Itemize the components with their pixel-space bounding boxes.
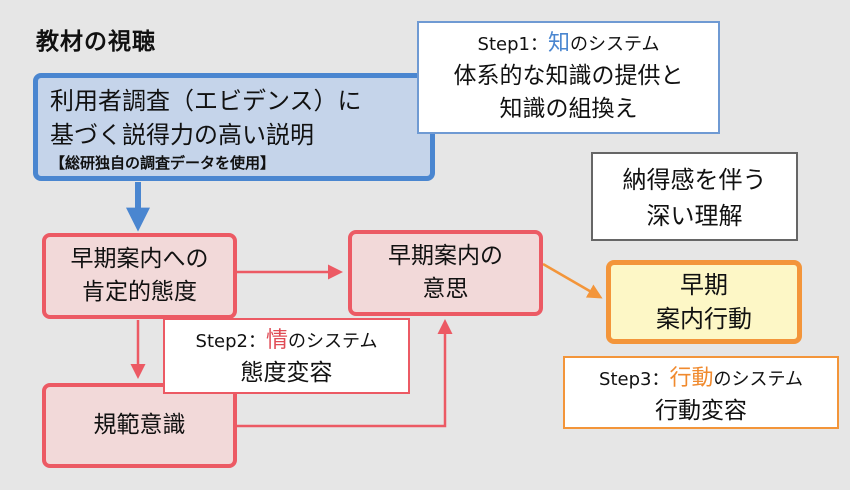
positive-attitude-line-2: 肯定的態度 bbox=[82, 279, 197, 305]
deep-understanding-box: 納得感を伴う 深い理解 bbox=[591, 152, 798, 241]
step3-line-2: 行動変容 bbox=[655, 398, 747, 424]
step3-suffix: のシステム bbox=[713, 369, 803, 390]
intention-node: 早期案内の 意思 bbox=[348, 230, 543, 316]
step2-keyword: 情 bbox=[265, 328, 288, 353]
action-line-1: 早期 bbox=[680, 271, 728, 299]
step3-keyword: 行動 bbox=[669, 366, 714, 391]
deep-understanding-line-2: 深い理解 bbox=[646, 202, 743, 230]
step2-box: Step2：情のシステム 態度変容 bbox=[163, 318, 410, 394]
step1-suffix: のシステム bbox=[569, 34, 660, 55]
norm-line-1: 規範意識 bbox=[93, 412, 186, 438]
step1-box: Step1：知のシステム 体系的な知識の提供と 知識の組換え bbox=[417, 21, 720, 134]
evidence-line-1: 利用者調査（エビデンス）に bbox=[50, 87, 362, 115]
action-line-2: 案内行動 bbox=[656, 305, 752, 333]
step2-line-2: 態度変容 bbox=[240, 360, 333, 386]
action-node: 早期 案内行動 bbox=[606, 260, 802, 344]
step2-prefix: Step2： bbox=[195, 331, 266, 352]
positive-attitude-line-1: 早期案内への bbox=[70, 246, 209, 272]
step1-heading: Step1：知のシステム bbox=[419, 29, 718, 60]
arrow-norm-to-intention bbox=[237, 319, 453, 428]
deep-understanding-line-1: 納得感を伴う bbox=[622, 166, 767, 194]
positive-attitude-node: 早期案内への 肯定的態度 bbox=[42, 233, 237, 319]
step1-line-3: 知識の組換え bbox=[499, 96, 638, 122]
step1-prefix: Step1： bbox=[477, 34, 548, 55]
step3-prefix: Step3： bbox=[599, 369, 670, 390]
step1-keyword: 知 bbox=[547, 31, 570, 56]
step2-heading: Step2：情のシステム bbox=[165, 326, 408, 357]
evidence-box: 利用者調査（エビデンス）に 基づく説得力の高い説明 【総研独自の調査データを使用… bbox=[33, 73, 435, 181]
step2-suffix: のシステム bbox=[287, 331, 378, 352]
intention-line-2: 意思 bbox=[422, 276, 469, 302]
arrow-intention-to-action bbox=[542, 262, 603, 299]
step1-line-2: 体系的な知識の提供と bbox=[453, 63, 684, 89]
page-title: 教材の視聴 bbox=[36, 29, 156, 55]
norm-node: 規範意識 bbox=[42, 383, 237, 468]
step3-heading: Step3：行動のシステム bbox=[565, 364, 837, 395]
evidence-line-3: 【総研独自の調査データを使用】 bbox=[50, 154, 276, 172]
step3-box: Step3：行動のシステム 行動変容 bbox=[563, 356, 839, 429]
evidence-line-2: 基づく説得力の高い説明 bbox=[50, 121, 314, 149]
intention-line-1: 早期案内の bbox=[388, 243, 503, 269]
